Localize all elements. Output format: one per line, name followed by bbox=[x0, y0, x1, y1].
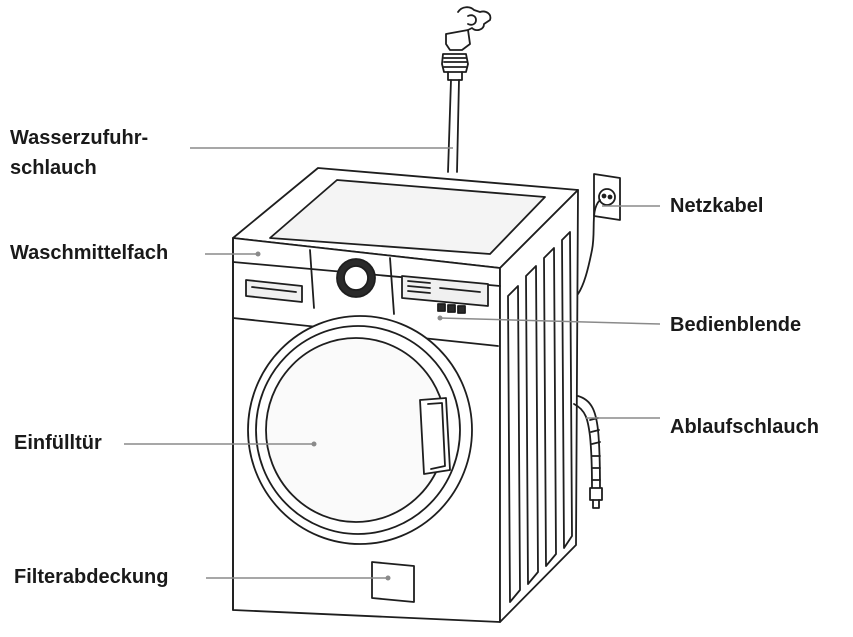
water-tap-icon bbox=[441, 6, 492, 81]
label-loading-door: Einfülltür bbox=[14, 432, 102, 454]
detergent-drawer bbox=[245, 279, 303, 303]
leader-lines bbox=[124, 147, 661, 579]
control-panel-display bbox=[401, 275, 489, 314]
label-detergent-drawer: Waschmittelfach bbox=[10, 242, 169, 264]
leader-panel bbox=[439, 317, 661, 325]
label-water-supply-line1: Wasserzufuhr- bbox=[10, 127, 149, 149]
label-power-cable: Netzkabel bbox=[670, 195, 764, 217]
label-water-supply-line2: schlauch bbox=[10, 157, 97, 179]
label-drain-hose: Ablaufschlauch bbox=[670, 416, 819, 438]
program-dial-icon bbox=[336, 258, 376, 298]
loading-door bbox=[247, 315, 473, 545]
label-control-panel: Bedienblende bbox=[670, 314, 802, 336]
drain-hose bbox=[573, 395, 603, 509]
power-socket-icon bbox=[593, 173, 621, 221]
water-supply-hose bbox=[447, 79, 460, 173]
filter-cover bbox=[371, 561, 415, 603]
side-ribs bbox=[507, 231, 573, 603]
label-filter-cover: Filterabdeckung bbox=[14, 566, 169, 588]
power-cable bbox=[577, 199, 601, 295]
